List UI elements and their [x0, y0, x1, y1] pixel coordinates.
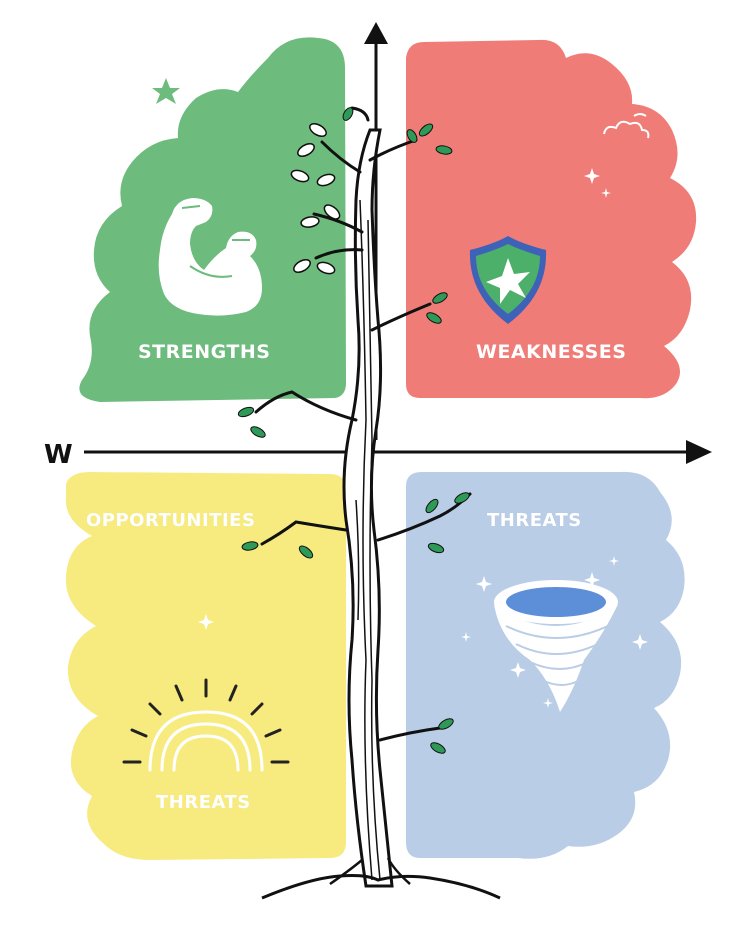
shield-icon [469, 236, 547, 324]
sparkle-icons [198, 168, 648, 708]
threats-label: THREATS [487, 510, 582, 531]
weaknesses-quadrant [406, 39, 697, 399]
flexed-arm-icon [158, 198, 262, 316]
strengths-quadrant [79, 37, 347, 403]
horizontal-axis [84, 440, 712, 464]
tornado-icon [494, 580, 618, 712]
star-decoration [152, 78, 180, 104]
threats-bottom-label: THREATS [156, 792, 251, 813]
tree-icon [237, 106, 501, 900]
weaknesses-label: WEAKNESSES [476, 341, 627, 363]
cloud-doodle [603, 113, 650, 139]
horizontal-axis-label: W [44, 440, 73, 470]
opportunities-label: OPPORTUNITIES [86, 510, 256, 531]
strengths-label: STRENGTHS [138, 341, 271, 363]
sunrise-icon [122, 678, 290, 772]
